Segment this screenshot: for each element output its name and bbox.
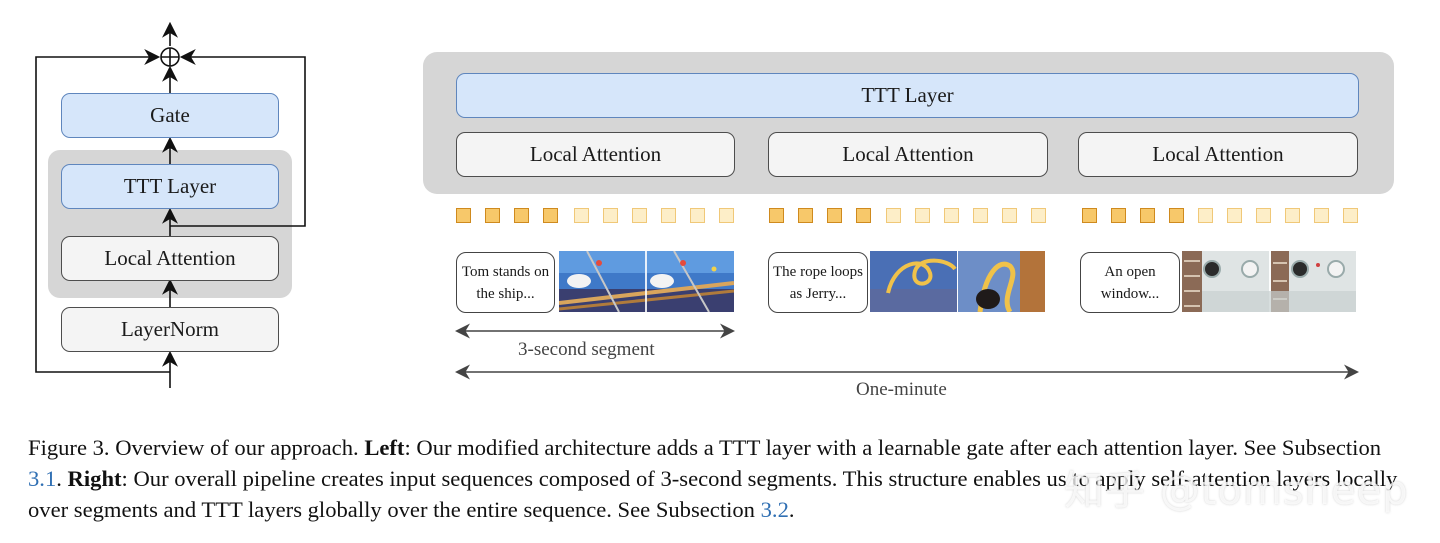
local-attention-label-1: Local Attention [529,142,662,166]
video-token [1285,208,1300,223]
text-token [543,208,558,223]
total-label: One-minute [856,379,947,400]
local-attention-box-left: Local Attention [61,236,279,281]
video-token [574,208,589,223]
gate-box: Gate [61,93,279,138]
segment-3-frames [1182,251,1356,312]
caption-right-bold: Right [67,466,122,491]
text-token [827,208,842,223]
rope-frames [870,251,1045,312]
ttt-layer-box-right: TTT Layer [456,73,1359,118]
text-token [1140,208,1155,223]
segment-1-text-bubble: Tom stands on the ship... [456,252,555,313]
video-token [944,208,959,223]
video-token [719,208,734,223]
text-token [769,208,784,223]
segment-2-text: The rope loops as Jerry... [773,263,863,302]
text-token [1169,208,1184,223]
caption-end: . [788,497,795,522]
left-arrows [35,21,306,388]
text-token [1082,208,1097,223]
caption-sep: . [56,466,68,491]
caption-right-text: : Our overall pipeline creates input seq… [28,466,1398,522]
video-token [632,208,647,223]
text-token [456,208,471,223]
video-token [1343,208,1358,223]
video-token [1031,208,1046,223]
segment-3-text-bubble: An open window... [1080,252,1180,313]
figure-caption: Figure 3. Overview of our approach. Left… [28,432,1418,525]
text-token [514,208,529,223]
local-attention-label-left: Local Attention [104,246,236,270]
segment-3-text: An open window... [1100,263,1160,302]
video-token [690,208,705,223]
video-token [1256,208,1271,223]
video-token [973,208,988,223]
ref-3-1-link[interactable]: 3.1 [28,466,57,491]
local-attention-box-3: Local Attention [1078,132,1358,177]
local-attention-label-2: Local Attention [842,142,974,166]
layernorm-box: LayerNorm [61,307,279,352]
text-token [856,208,871,223]
segment-1-frames [559,251,734,312]
segment-label: 3-second segment [518,339,655,360]
ttt-layer-label-right: TTT Layer [861,83,954,107]
ttt-layer-box-left: TTT Layer [61,164,279,209]
segment-2-frames [870,251,1045,312]
video-token [1198,208,1213,223]
gate-label: Gate [150,103,190,127]
local-attention-label-3: Local Attention [1152,142,1284,166]
watermark: 知乎 @tomsheep [1064,468,1409,514]
caption-figure: Figure 3. Overview of our approach. [28,435,359,460]
ttt-layer-label-left: TTT Layer [123,174,217,198]
video-token [1314,208,1329,223]
video-token [886,208,901,223]
video-token [915,208,930,223]
caption-left-bold: Left [364,435,405,460]
text-token [1111,208,1126,223]
local-attention-box-1: Local Attention [456,132,735,177]
span-arrows [455,323,1359,380]
ship-deck-frames [559,251,734,312]
segment-1-text: Tom stands on the ship... [461,263,550,302]
video-token [661,208,676,223]
text-token [798,208,813,223]
text-token [485,208,500,223]
video-token [1227,208,1242,223]
video-token [1002,208,1017,223]
segment-2-text-bubble: The rope loops as Jerry... [768,252,868,313]
layernorm-label: LayerNorm [121,317,219,341]
video-token [603,208,618,223]
window-frames [1182,251,1356,312]
caption-left-text: : Our modified architecture adds a TTT l… [404,435,1382,460]
local-attention-box-2: Local Attention [768,132,1048,177]
ref-3-2-link[interactable]: 3.2 [760,497,789,522]
